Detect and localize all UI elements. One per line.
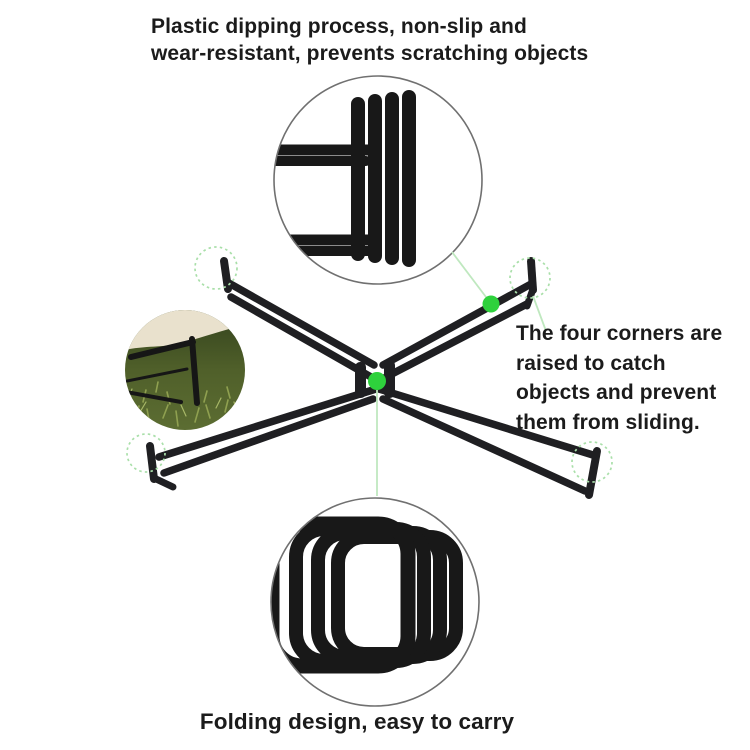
- bottom-callout-text: Folding design, easy to carry: [200, 708, 514, 736]
- connector-corner-to-right-text: [532, 295, 547, 332]
- top-callout-text: Plastic dipping process, non-slip and we…: [151, 13, 588, 67]
- top-callout-line2: wear-resistant, prevents scratching obje…: [151, 42, 589, 65]
- corner-marker-bottom-right: [571, 441, 613, 483]
- top-callout-line1: Plastic dipping process, non-slip and: [151, 15, 527, 38]
- callout-connector-lines: [376, 251, 547, 496]
- corner-marker-bottom-left: [126, 433, 166, 473]
- bottom-inset-circle: [271, 498, 479, 706]
- photo-stand-leg: [125, 336, 200, 406]
- connector-top-inset-to-dot: [451, 251, 490, 302]
- right-callout-text: The four corners are raised to catch obj…: [516, 319, 722, 437]
- right-callout-line1: The four corners are: [516, 322, 723, 345]
- dashed-corner-marker-circles: [126, 246, 613, 483]
- folded-corner-icon: [274, 90, 416, 267]
- top-inset-border: [273, 75, 483, 285]
- left-inset-photo: [125, 310, 245, 430]
- green-callout-dots: [368, 295, 500, 390]
- stand-center-hinge: [355, 360, 395, 398]
- right-callout-line4: them from sliding.: [516, 410, 700, 434]
- stand-x-frame: [146, 257, 601, 499]
- rail-callout-dot: [482, 295, 500, 313]
- bottom-callout-line: Folding design, easy to carry: [199, 709, 515, 734]
- corner-marker-top-left: [194, 246, 238, 290]
- corner-post-bottom-left: [146, 442, 158, 483]
- top-inset-circle: [274, 76, 482, 284]
- right-callout-line3: objects and prevent: [516, 381, 717, 404]
- corner-post-bottom-right: [585, 447, 601, 499]
- corner-marker-top-right: [509, 257, 551, 299]
- bottom-inset-border: [270, 497, 480, 707]
- center-callout-dot: [368, 372, 386, 390]
- right-callout-line2: raised to catch: [516, 351, 666, 375]
- beige-object: [125, 310, 245, 352]
- folded-stack-icon: [271, 516, 463, 674]
